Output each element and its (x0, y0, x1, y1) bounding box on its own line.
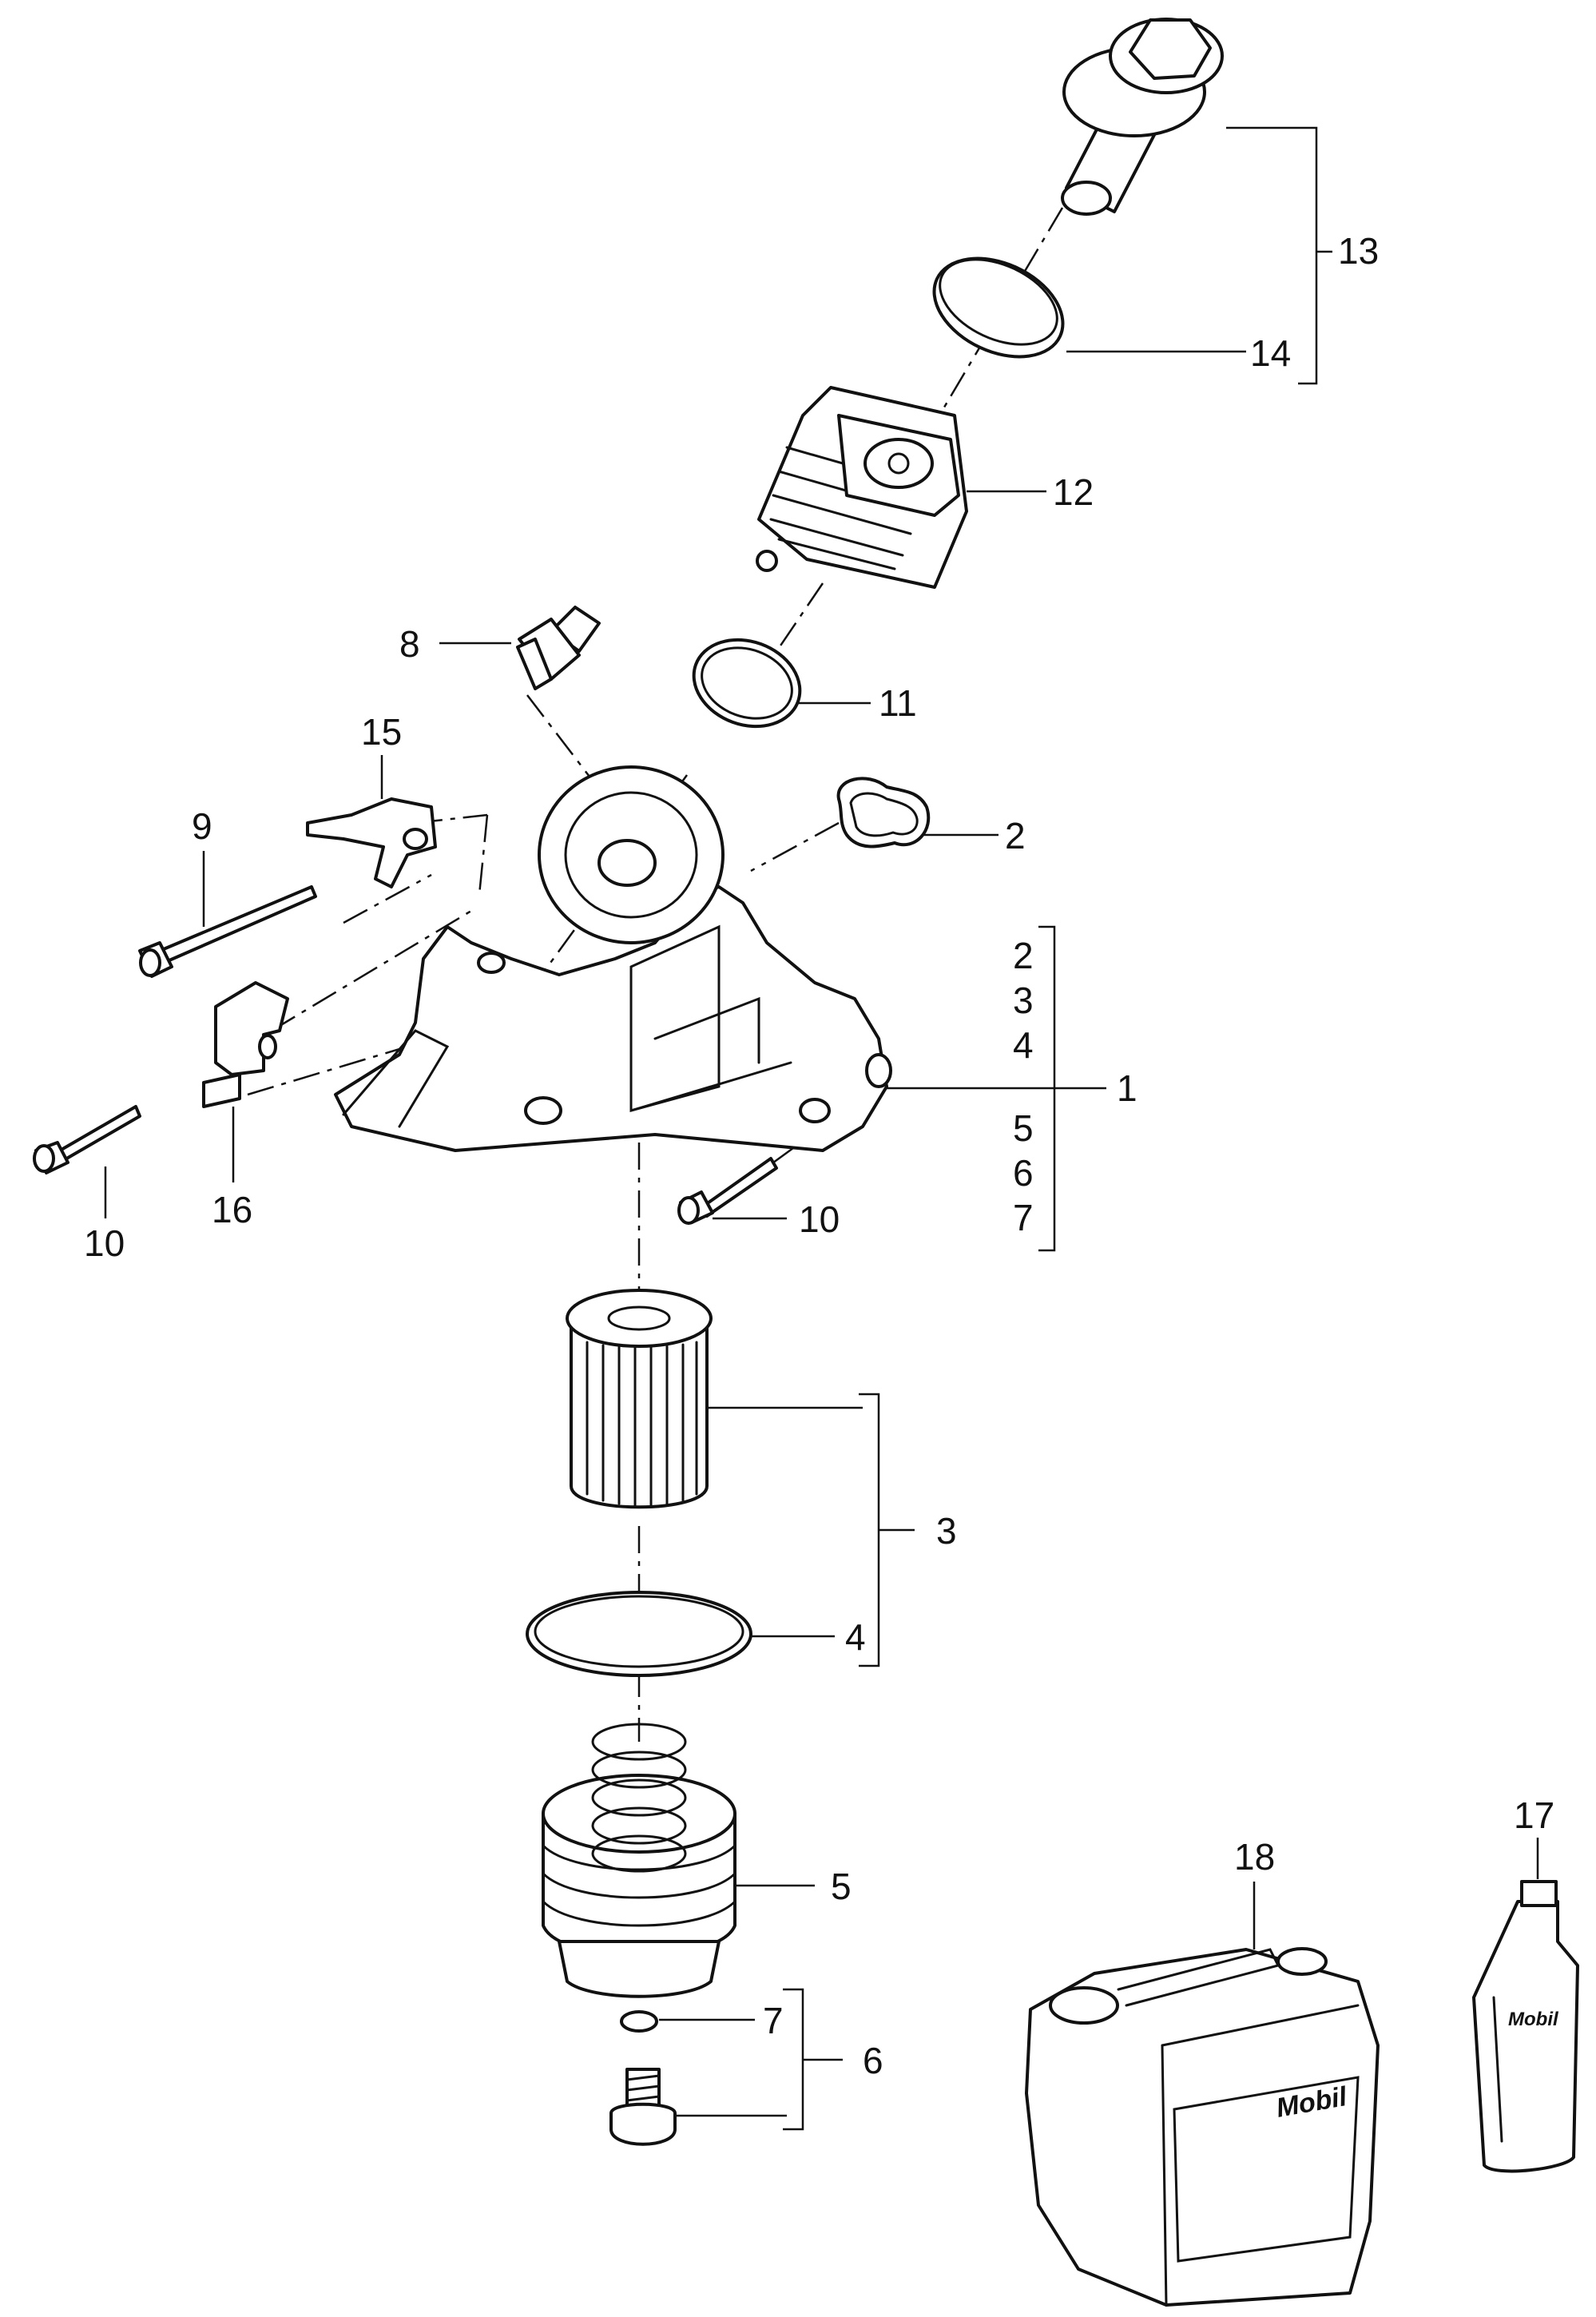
callout-16: 16 (212, 1189, 252, 1230)
callout-group-5: 5 (1013, 1107, 1034, 1149)
callout-4: 4 (845, 1616, 866, 1658)
callout-3: 3 (936, 1510, 957, 1552)
part-10-bolt-right (677, 1157, 778, 1225)
callout-5: 5 (831, 1866, 852, 1907)
callout-7: 7 (763, 2000, 784, 2041)
callout-11: 11 (879, 682, 917, 724)
part-9-long-bolt (138, 885, 317, 978)
part-18-oil-canister: Mobil (1025, 1947, 1380, 2307)
part-3-filter-element (566, 1289, 713, 1509)
part-11-o-ring (692, 638, 802, 729)
callout-group-3: 3 (1013, 980, 1034, 1021)
part-14-seal-ring (932, 256, 1065, 359)
part-10-bolt-left (33, 1105, 141, 1174)
part-8-oil-pressure-sensor (516, 606, 601, 690)
callout-group-6: 6 (1013, 1152, 1034, 1194)
callout-14: 14 (1250, 332, 1291, 374)
bottle-brand-text: Mobil (1508, 2009, 1559, 2030)
callout-10-right: 10 (799, 1198, 840, 1240)
callout-2: 2 (1005, 815, 1026, 856)
callout-15: 15 (361, 711, 402, 753)
callout-9: 9 (192, 805, 212, 847)
part-13-cap-bolt (1061, 18, 1224, 216)
part-12-oil-cooler (756, 386, 968, 589)
part-17-oil-bottle: Mobil (1472, 1880, 1579, 2173)
callout-17: 17 (1514, 1794, 1554, 1836)
callout-12: 12 (1053, 471, 1094, 513)
part-16-connector-plate (202, 981, 289, 1108)
callout-1: 1 (1117, 1067, 1137, 1109)
callout-8: 8 (399, 623, 420, 665)
part-7-small-o-ring (620, 2010, 658, 2033)
callout-18: 18 (1234, 1836, 1275, 1878)
part-4-large-o-ring (526, 1591, 752, 1677)
callout-6: 6 (863, 2040, 883, 2081)
callout-numbers: 13 14 12 11 8 15 9 2 2 3 4 1 5 6 7 10 10… (84, 230, 1554, 2081)
callout-group-4: 4 (1013, 1024, 1034, 1066)
callout-10-left: 10 (84, 1222, 125, 1264)
part-2-gasket (836, 777, 931, 849)
part-1-oil-filter-housing (334, 765, 892, 1152)
part-5-filter-cap (542, 1723, 736, 1998)
callout-group-7: 7 (1013, 1197, 1034, 1238)
part-6-drain-plug (609, 2068, 677, 2146)
callout-group-2: 2 (1013, 935, 1034, 976)
part-15-bracket (306, 797, 437, 888)
callout-leaders (104, 126, 1539, 2131)
callout-13: 13 (1338, 230, 1379, 272)
